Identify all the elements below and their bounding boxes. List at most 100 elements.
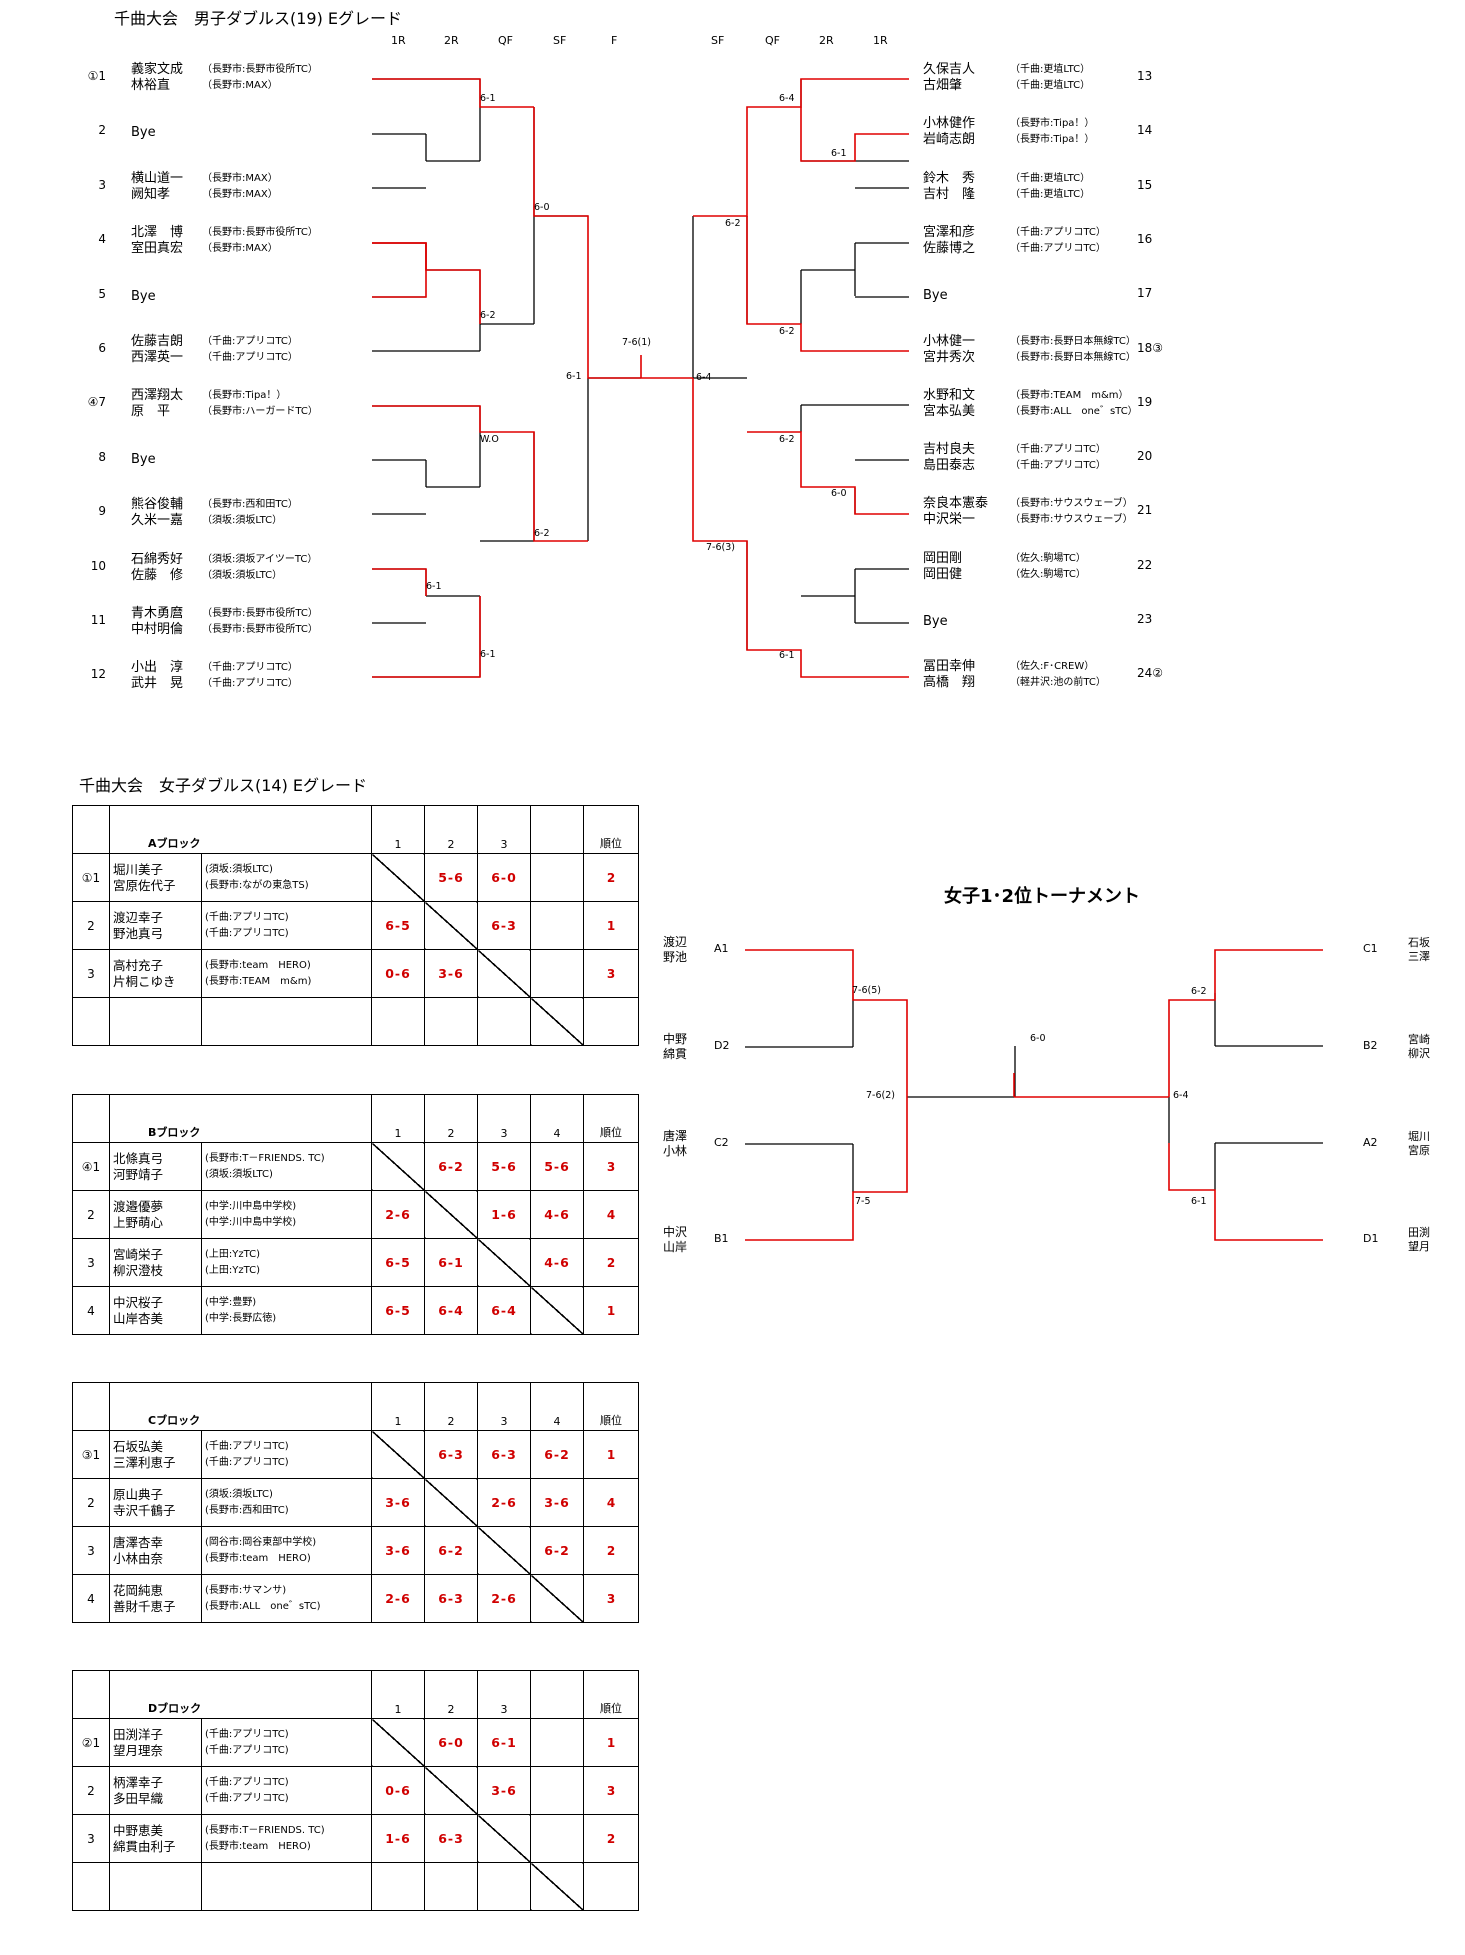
player-clubs: (長野市:team HERO)(長野市:TEAM m&m) (200, 949, 373, 998)
rank-value: 2 (583, 1238, 640, 1287)
player-name: 花岡純恵 (113, 1582, 164, 1598)
rank-header: 順位 (583, 805, 640, 854)
column-header: 4 (530, 1382, 585, 1431)
player-name: 鈴木 秀 (923, 170, 976, 186)
match-score (530, 853, 585, 902)
score-label: 6-2 (480, 310, 496, 321)
row-seed: 3 (72, 949, 110, 998)
column-header: 1 (371, 805, 426, 854)
player-name: 水野和文 (923, 387, 976, 403)
player-name: 西澤英一 (131, 350, 184, 365)
player-club: （千曲:更埴LTC） (1010, 172, 1091, 184)
match-score: 0-6 (371, 949, 426, 998)
diagonal-cell (424, 1766, 479, 1815)
rank-value: 1 (583, 1718, 640, 1767)
player-club: （長野市:Tipa！） (1010, 118, 1095, 130)
block-name: Aブロック (108, 805, 373, 854)
diagonal-cell (530, 1862, 585, 1911)
playoff-name: 田渕 (1408, 1226, 1430, 1239)
empty-cell (371, 997, 426, 1046)
player-club: （須坂:須坂LTC） (202, 515, 283, 527)
player-club: （長野市:Tipa！） (202, 390, 287, 402)
score-label: 7-6(2) (866, 1090, 895, 1101)
player-club: （長野市:長野市役所TC） (202, 64, 318, 75)
player-clubs: (中学:豊野)(中学:長野広徳) (200, 1286, 373, 1335)
rank-value: 2 (583, 1814, 640, 1863)
match-score (530, 901, 585, 950)
player-name: 宮本弘美 (923, 403, 976, 419)
score-label: 6-2 (725, 218, 741, 229)
entry-seed: 21 (1137, 503, 1153, 518)
player-name: 石綿秀好 (131, 551, 184, 567)
player-club: （長野市:ALL one゛sTC） (1010, 405, 1138, 417)
entry-seed: 17 (1137, 286, 1153, 301)
player-names: 堀川美子宮原佐代子 (109, 853, 202, 902)
score-label: 6-1 (480, 649, 496, 660)
match-score: 6-1 (424, 1238, 479, 1287)
player-name: 宮井秀次 (923, 349, 976, 365)
column-header: 4 (530, 1094, 585, 1143)
player-club: (長野市:西和田TC) (205, 1504, 289, 1516)
diagonal-cell (371, 1142, 426, 1191)
score-label: 6-1 (480, 93, 496, 104)
round-header: 1R (391, 34, 406, 47)
player-club: （須坂:須坂アイツーTC） (202, 553, 318, 565)
entry-seed: 8 (98, 449, 106, 464)
diagonal-cell (530, 997, 585, 1046)
player-name: 小出 淳 (131, 660, 184, 676)
row-seed: ③1 (72, 1430, 110, 1479)
block-name: Dブロック (108, 1670, 373, 1719)
player-name: 中沢桜子 (113, 1294, 164, 1310)
playoff-slot: A1 (714, 942, 729, 955)
rank-value: 3 (583, 1766, 640, 1815)
empty-cell (109, 997, 202, 1046)
player-club: （佐久:駒場TC） (1010, 552, 1086, 564)
score-label: 6-1 (426, 581, 442, 592)
match-score: 2-6 (477, 1574, 532, 1623)
player-name: 善財千恵子 (113, 1598, 176, 1614)
player-name: 高橋 翔 (923, 675, 976, 691)
player-club: （長野市:西和田TC） (202, 499, 298, 511)
diagonal-cell (530, 1286, 585, 1335)
player-clubs: (上田:YzTC)(上田:YzTC) (200, 1238, 373, 1287)
empty-cell (477, 1862, 532, 1911)
entry-seed: 5 (98, 286, 106, 301)
player-names: 中野恵美綿貫由利子 (109, 1814, 202, 1863)
playoff-title: 女子1･2位トーナメント (944, 886, 1141, 907)
diagonal-cell (424, 1478, 479, 1527)
rank-value: 2 (583, 1526, 640, 1575)
player-names: 北條真弓河野靖子 (109, 1142, 202, 1191)
player-club: （千曲:アプリコTC） (1010, 460, 1106, 472)
entry-seed: 15 (1137, 177, 1153, 192)
score-label: 7-6(5) (852, 985, 881, 996)
entry-seed: 3 (98, 177, 106, 192)
player-name: 堀川美子 (113, 861, 164, 877)
score-label: 6-2 (1191, 986, 1207, 997)
mens-title: 千曲大会 男子ダブルス(19) Eグレード (114, 9, 403, 28)
score-label: 7-6(1) (622, 337, 651, 348)
player-names: 中沢桜子山岸杏美 (109, 1286, 202, 1335)
player-club: (千曲:アプリコTC) (205, 1440, 289, 1452)
empty-cell (200, 997, 373, 1046)
diagonal-cell (424, 901, 479, 950)
player-name: 奈良本憲泰 (923, 496, 989, 512)
player-name: 望月理奈 (113, 1742, 164, 1758)
player-name: 原山典子 (113, 1486, 164, 1502)
player-name: 久保吉人 (923, 62, 976, 77)
player-name: 綿貫由利子 (113, 1838, 176, 1854)
player-clubs: (千曲:アプリコTC)(千曲:アプリコTC) (200, 1718, 373, 1767)
bye-label: Bye (131, 288, 156, 304)
player-name: 宮澤和彦 (923, 224, 976, 240)
empty-cell (109, 1862, 202, 1911)
player-name: 横山道一 (131, 170, 184, 186)
player-club: (長野市:ALL one゛sTC) (205, 1600, 321, 1612)
empty-cell (371, 1862, 426, 1911)
player-club: （長野市:サウスウェーブ） (1010, 514, 1133, 526)
player-club: （長野市:長野市役所TC） (202, 608, 318, 619)
player-name: 片桐こゆき (113, 973, 176, 989)
playoff-slot: B2 (1363, 1039, 1378, 1052)
round-header: SF (553, 34, 567, 47)
match-score: 6-1 (477, 1718, 532, 1767)
playoff-name: 宮崎 (1408, 1033, 1430, 1046)
